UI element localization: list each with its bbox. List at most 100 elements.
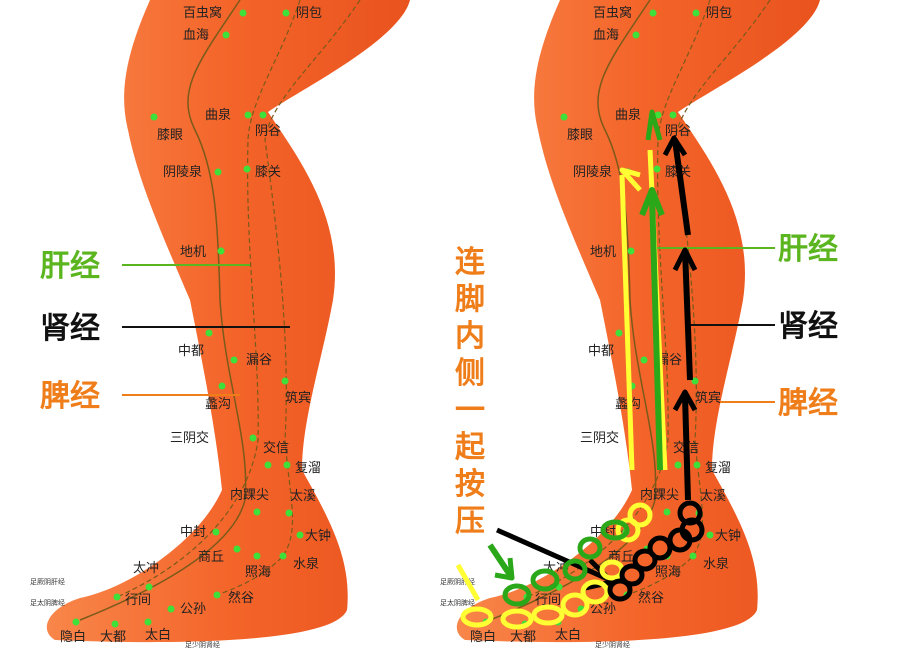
acupoint-dot bbox=[144, 618, 152, 626]
acupoint-dot bbox=[243, 165, 251, 173]
arrowhead bbox=[639, 187, 665, 217]
acupoint-label: 公孙 bbox=[180, 602, 206, 617]
acupoint-label: 大都 bbox=[100, 630, 126, 645]
acupoint-label: 血海 bbox=[593, 28, 619, 43]
acupoint-dot bbox=[640, 356, 648, 364]
acupoint-label: 复溜 bbox=[295, 461, 321, 476]
acupoint-label: 交信 bbox=[263, 440, 289, 456]
meridian-label-left: 脾经 bbox=[40, 379, 100, 414]
acupoint-label: 内踝尖 bbox=[640, 487, 679, 503]
acupoint-dot bbox=[253, 508, 261, 516]
liver-meridian-path bbox=[526, 0, 711, 598]
acupoint-label: 筑宾 bbox=[695, 390, 721, 406]
acupoint-label: 阴包 bbox=[706, 6, 732, 21]
press-ring bbox=[679, 517, 705, 543]
vertical-note-char: 按 bbox=[455, 467, 485, 502]
acupoint-dot bbox=[253, 552, 261, 560]
arrow-up-yellow bbox=[619, 174, 635, 471]
acupoint-label: 太冲 bbox=[133, 561, 159, 576]
acupoint-dot bbox=[654, 111, 662, 119]
acupoint-label: 膝关 bbox=[255, 165, 281, 180]
arrowhead bbox=[662, 135, 688, 157]
leg-shape bbox=[456, 0, 820, 643]
acupoint-label: 漏谷 bbox=[246, 352, 272, 368]
press-ring bbox=[531, 604, 565, 626]
acupoint-dot bbox=[296, 531, 304, 539]
vertical-note-char: 一 bbox=[455, 393, 485, 428]
acupoint-dot bbox=[230, 356, 238, 364]
acupoint-dot bbox=[282, 9, 290, 17]
acupoint-label: 大钟 bbox=[715, 528, 741, 544]
arrow-up-green bbox=[649, 194, 663, 471]
meridian-label-right: 肾经 bbox=[778, 309, 838, 344]
meridian-small-label: 足厥阴肝经 bbox=[440, 577, 475, 586]
vertical-note-char: 压 bbox=[455, 504, 485, 539]
spleen-meridian-path bbox=[79, 0, 247, 621]
acupoint-dot bbox=[249, 434, 257, 442]
acupoint-dot bbox=[72, 618, 80, 626]
acupoint-dot bbox=[674, 461, 682, 469]
acupoint-label: 照海 bbox=[245, 565, 271, 580]
acupoint-dot bbox=[560, 113, 568, 121]
acupoint-dot bbox=[281, 377, 289, 385]
acupoint-label: 内踝尖 bbox=[230, 487, 269, 503]
acupoint-dot bbox=[706, 531, 714, 539]
meridian-small-label: 足少阴肾经 bbox=[185, 640, 220, 649]
acupoint-label: 大钟 bbox=[305, 528, 331, 544]
acupoint-label: 公孙 bbox=[590, 602, 616, 617]
acupoint-dot bbox=[663, 508, 671, 516]
leg-left: 百虫窝血海阴包曲泉阴谷膝眼阴陵泉膝关地机中都漏谷筑宾蠡沟三阴交交信复溜内踝尖太溪… bbox=[30, 0, 411, 649]
arrow-up-black bbox=[682, 394, 691, 501]
acupoint-dot bbox=[259, 111, 267, 119]
vertical-note-char: 脚 bbox=[455, 282, 485, 317]
meridian-label-left: 肾经 bbox=[40, 311, 100, 346]
acupoint-label: 三阴交 bbox=[580, 430, 619, 446]
press-ring bbox=[560, 592, 590, 618]
acupoint-dot bbox=[692, 9, 700, 17]
press-ring bbox=[500, 608, 534, 630]
acupoint-label: 阴谷 bbox=[665, 124, 691, 139]
press-ring bbox=[580, 579, 610, 605]
acupoint-dot bbox=[239, 9, 247, 17]
leg-shape bbox=[46, 0, 411, 643]
acupoint-label: 地机 bbox=[180, 245, 206, 260]
press-ring bbox=[460, 606, 494, 628]
press-ring bbox=[647, 535, 673, 561]
arrowhead bbox=[494, 557, 515, 581]
acupoint-label: 曲泉 bbox=[615, 107, 641, 123]
acupoint-dot bbox=[693, 461, 701, 469]
meridian-label-right: 肝经 bbox=[778, 232, 838, 267]
acupoint-label: 隐白 bbox=[470, 629, 496, 645]
acupoint-dot bbox=[145, 583, 153, 591]
acupoint-label: 太溪 bbox=[290, 489, 316, 504]
acupoint-label: 膝眼 bbox=[157, 128, 183, 143]
acupoint-dot bbox=[214, 168, 222, 176]
meridian-small-label: 足少阴肾经 bbox=[595, 640, 630, 649]
arrowhead bbox=[672, 247, 698, 272]
acupoint-label: 隐白 bbox=[60, 629, 86, 645]
press-ring bbox=[502, 583, 532, 607]
press-ring bbox=[677, 500, 703, 526]
acupoint-dot bbox=[212, 528, 220, 536]
acupoint-label: 曲泉 bbox=[205, 107, 231, 123]
vertical-note-char: 连 bbox=[455, 245, 486, 280]
acupoint-dot bbox=[653, 165, 661, 173]
press-ring bbox=[619, 563, 645, 587]
arrowhead bbox=[619, 167, 642, 192]
acupoint-dot bbox=[222, 31, 230, 39]
meridian-label-left: 肝经 bbox=[40, 249, 100, 284]
acupoint-dot bbox=[167, 605, 175, 613]
acupoint-dot bbox=[632, 31, 640, 39]
acupoint-label: 水泉 bbox=[703, 556, 729, 572]
acupoint-label: 阴陵泉 bbox=[163, 164, 202, 180]
arrowhead bbox=[672, 389, 698, 412]
acupoint-dot bbox=[205, 329, 213, 337]
acupoint-label: 地机 bbox=[590, 245, 616, 260]
acupoint-dot bbox=[113, 593, 121, 601]
acupoint-label: 中都 bbox=[178, 344, 204, 359]
acupoint-dot bbox=[244, 111, 252, 119]
acupoint-label: 血海 bbox=[183, 28, 209, 43]
acupoint-dot bbox=[213, 591, 221, 599]
acupoint-label: 蠡沟 bbox=[205, 396, 231, 412]
